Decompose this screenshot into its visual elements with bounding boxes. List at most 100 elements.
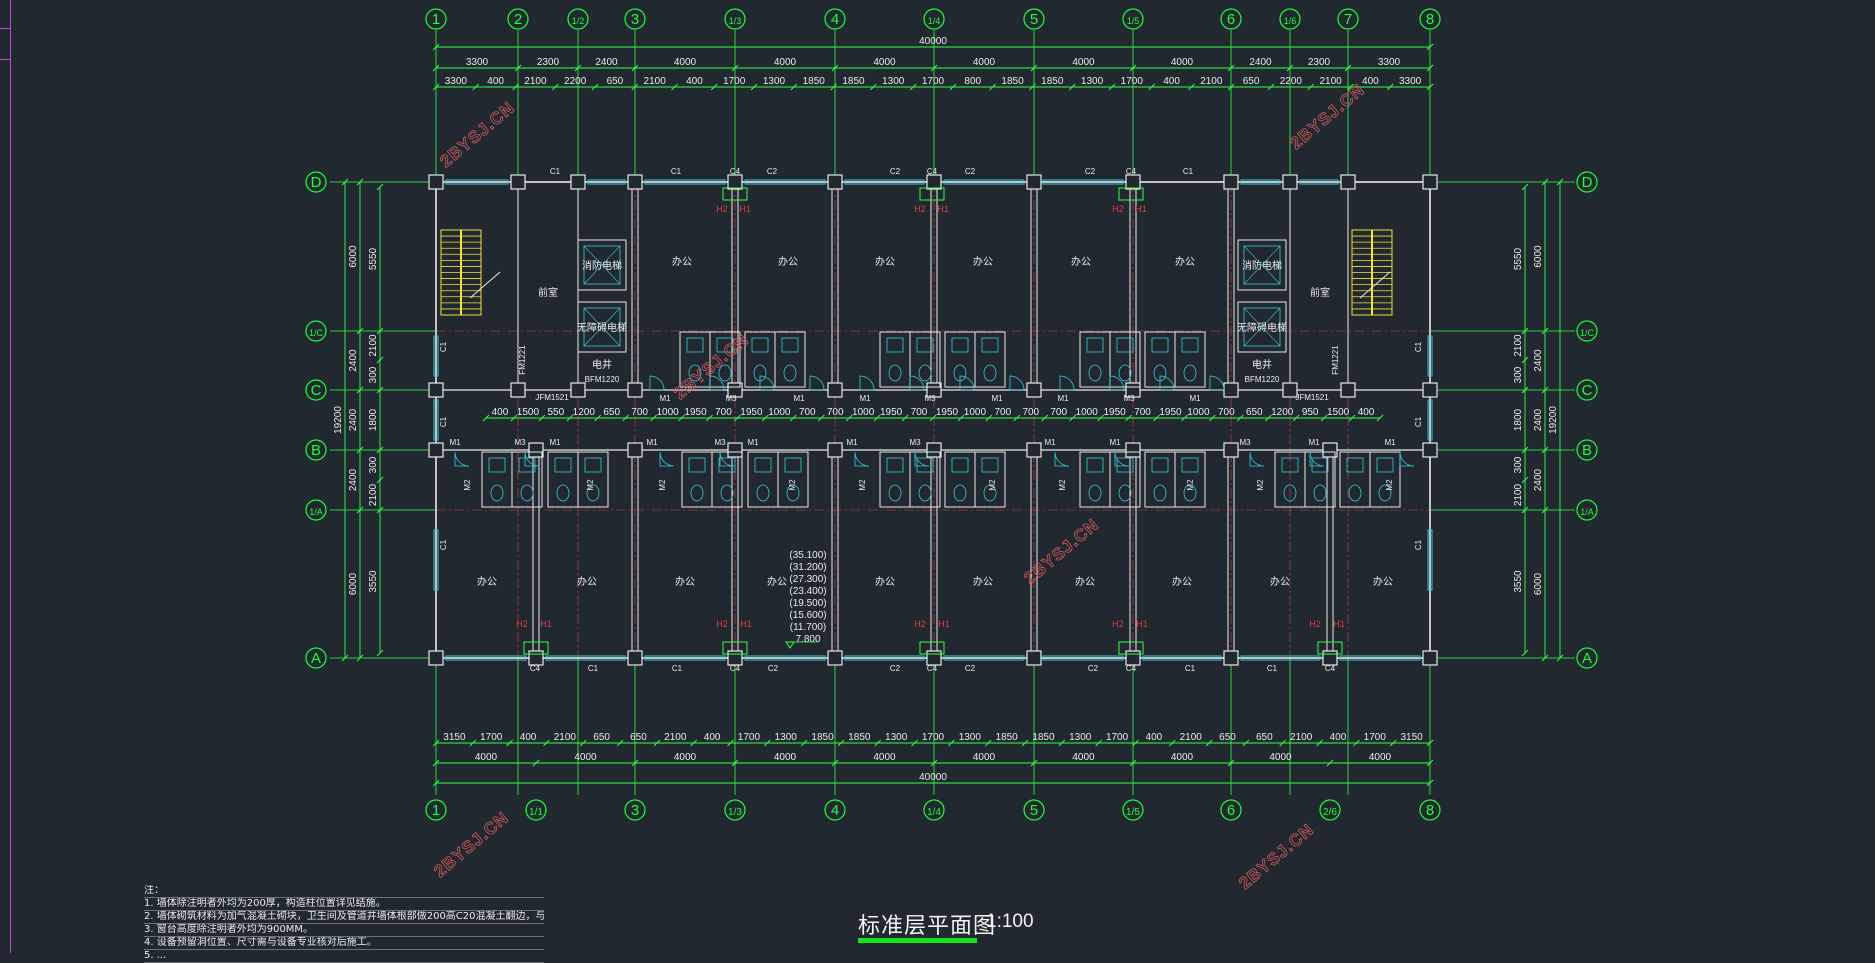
dim-corridor-tick (1236, 414, 1244, 422)
dim-corridor-value: 1950 (684, 407, 707, 418)
door-tag-m2: M2 (858, 479, 867, 491)
dim-left-outer-tick (356, 446, 364, 454)
notes-heading: 注： (144, 885, 544, 898)
axis-label-top: 3 (631, 11, 639, 28)
structural-column (570, 382, 586, 398)
axis-bubble (1023, 799, 1045, 821)
window-tag-bottom: C2 (768, 664, 779, 673)
dim-corridor-value: 1000 (964, 407, 987, 418)
elevator-shaft (577, 239, 627, 291)
dim-top-row1-value: 4000 (973, 57, 996, 68)
dim-top-row2-tick (830, 83, 837, 91)
axis-bubble (1122, 799, 1144, 821)
structural-column (1422, 382, 1438, 398)
dim-right-inner-value: 300 (1513, 366, 1524, 383)
toilet-block-upper (944, 331, 1006, 388)
dim-corridor-value: 650 (603, 407, 620, 418)
dim-top-row1-tick (574, 64, 582, 72)
structural-column (1223, 650, 1239, 666)
dim-right-inner-tick (1521, 506, 1529, 514)
structural-column (1026, 174, 1042, 190)
window-bottom (545, 655, 626, 661)
dim-left-outer-value: 2400 (348, 408, 359, 431)
stair-right (1351, 229, 1393, 316)
toilet-block-lower (1274, 451, 1336, 508)
dim-right-inner-value: 300 (1513, 456, 1524, 473)
hydrant-box (1317, 641, 1343, 655)
toilet-block-lower (944, 451, 1006, 508)
dim-corridor-value: 1000 (656, 407, 679, 418)
toilet-bowl (888, 484, 902, 502)
door-tag-jfm: JFM1521 (1295, 393, 1329, 402)
dim-top-row2-tick (790, 83, 798, 91)
drawing-title: 标准层平面图 (858, 914, 997, 939)
dim-corridor-tick (1320, 414, 1328, 422)
dim-corridor-tick (1376, 414, 1384, 422)
door-tag-m2: M2 (1385, 479, 1394, 491)
dim-top-row1-tick (1344, 64, 1352, 72)
dim-top-row2-value: 2200 (1280, 76, 1303, 87)
axis-label-top: 1/5 (1127, 16, 1140, 26)
door-tag: M1 (646, 438, 658, 447)
window-tag-top: C1 (1183, 167, 1194, 176)
dim-bottom-row2-tick (532, 759, 540, 767)
door-swing (1054, 451, 1070, 467)
dim-corridor-tick (650, 414, 657, 422)
toilet-bowl (756, 484, 770, 502)
dim-bottom-row2-value: 4000 (873, 752, 896, 763)
window-top (1240, 179, 1281, 185)
dim-top-row2-value: 1850 (1041, 76, 1064, 87)
window-bottom (1142, 655, 1222, 661)
axis-label-bottom: 6 (1227, 802, 1235, 819)
toilet-cistern (716, 337, 734, 353)
structural-column (1340, 382, 1356, 398)
toilet-bowl (888, 364, 902, 382)
axis-label-top: 1/2 (572, 16, 585, 26)
dim-top-row1-value: 4000 (774, 57, 797, 68)
structural-column (510, 174, 526, 190)
toilet-cistern (751, 337, 769, 353)
dim-corridor-value: 1500 (517, 407, 540, 418)
window-side (433, 529, 439, 591)
hydrant-tag: H2 (716, 619, 728, 629)
structural-column (1422, 650, 1438, 666)
door-tag-m2: M2 (586, 479, 595, 491)
window-tag-top: C4 (730, 167, 741, 176)
dim-bottom-row1-tick (874, 739, 882, 747)
toilet-bowl (1348, 484, 1362, 502)
dim-top-row1-value: 2300 (537, 57, 560, 68)
dim-top-row1-tick (432, 64, 440, 72)
door-swing (524, 451, 540, 467)
axis-label-left: 1/C (309, 328, 324, 338)
door-tag: M1 (747, 438, 759, 447)
dim-top-row1-tick (1030, 64, 1038, 72)
window-bottom (1240, 655, 1321, 661)
dim-right-inner-value: 5550 (1513, 247, 1524, 270)
axis-label-right: A (1582, 650, 1592, 667)
dim-bottom-row2-value: 4000 (774, 752, 797, 763)
door-swing (1309, 451, 1325, 467)
axis-label-bottom: 1/4 (927, 807, 941, 818)
elevator-label: 无障碍电梯 (1237, 321, 1287, 334)
toilet-bowl (720, 484, 734, 502)
door-tag-m2: M2 (463, 479, 472, 491)
dim-top-row2-tick (472, 83, 480, 91)
dim-top-row2-value: 400 (686, 76, 703, 87)
structural-column (428, 442, 444, 458)
toilet-block-lower (747, 451, 809, 508)
axis-label-bottom: 1/1 (529, 807, 543, 818)
toilet-cistern (784, 457, 802, 473)
axis-bubble (305, 647, 327, 669)
structural-column (627, 174, 643, 190)
dim-bottom-row1-tick (1353, 739, 1360, 747)
room-label-shaft-right: 电井 (1252, 358, 1272, 371)
dim-corridor-tick (678, 414, 685, 422)
window-tag-side: C1 (1414, 341, 1423, 352)
axis-bubble (525, 799, 547, 821)
dim-corridor-tick (1013, 414, 1021, 422)
window-side (433, 399, 439, 441)
dim-bottom-row1-value: 650 (593, 732, 610, 743)
dim-right-inner-value: 1800 (1513, 408, 1524, 431)
door-tag: M3 (909, 438, 921, 447)
dim-bottom-row2-tick (731, 759, 739, 767)
